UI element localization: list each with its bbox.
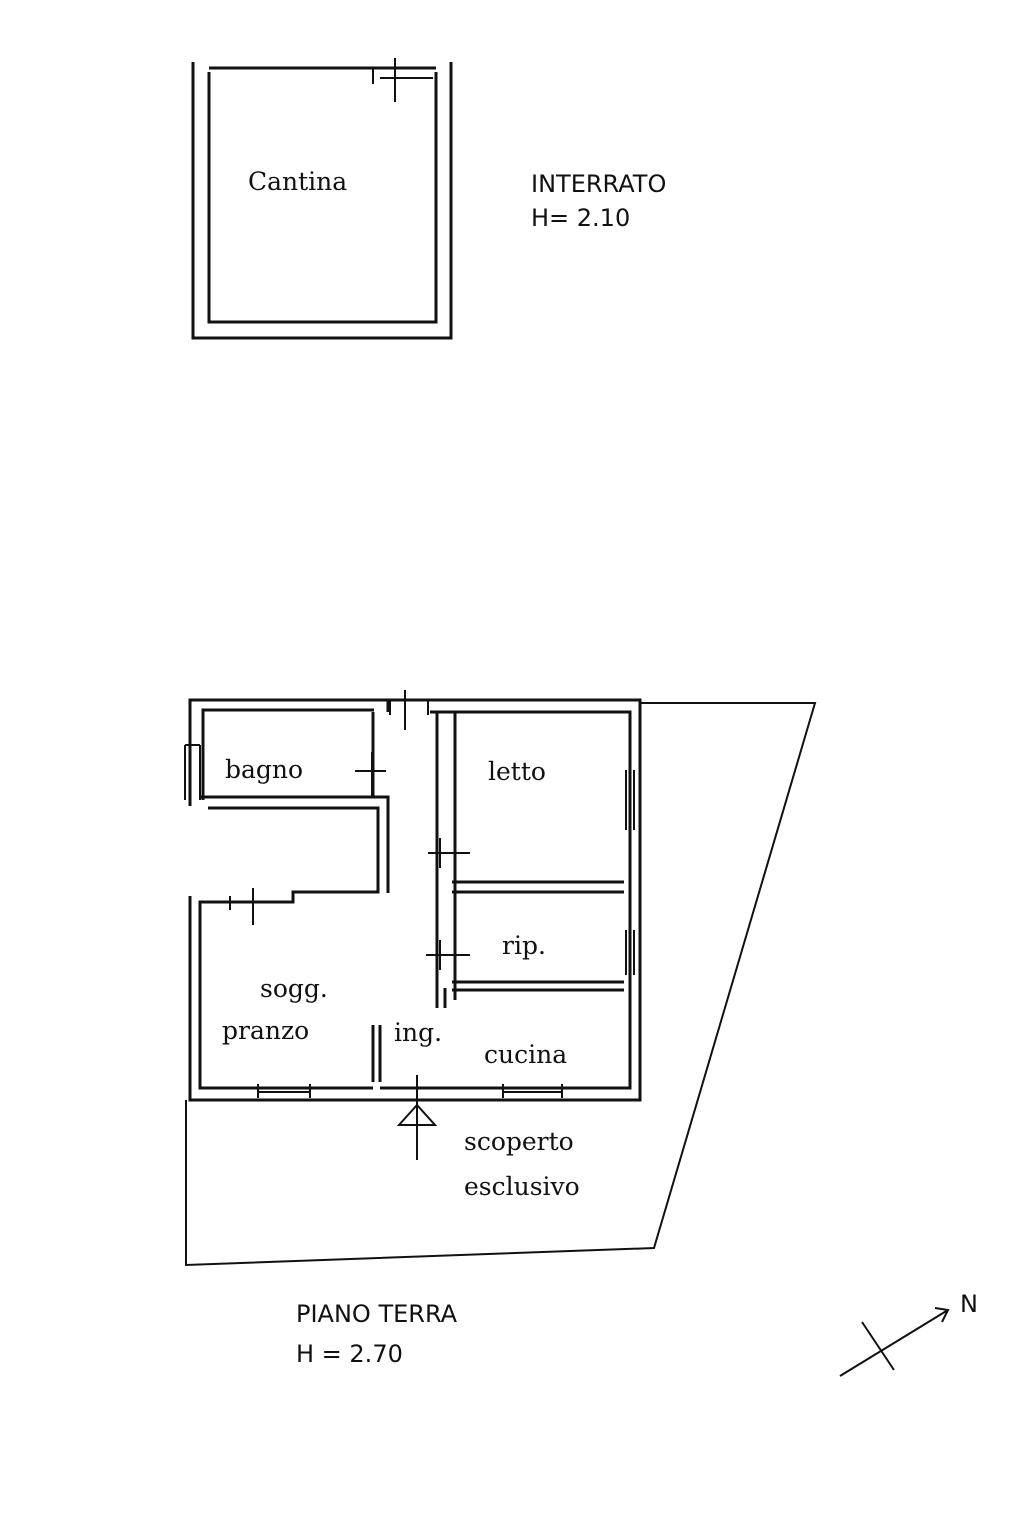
north-arrow-icon: N	[839, 1290, 978, 1377]
north-label: N	[960, 1290, 978, 1318]
room-label-bagno: bagno	[225, 755, 303, 784]
room-label-cucina: cucina	[484, 1040, 567, 1069]
yard-label-2: esclusivo	[464, 1172, 580, 1201]
basement-plan: Cantina INTERRATO H= 2.10	[191, 58, 666, 340]
room-label-sogg: sogg.	[260, 974, 328, 1003]
ground-floor-plan: bagno letto rip. sogg. pranzo ing. cucin…	[184, 690, 817, 1368]
ground-floor-title: PIANO TERRA	[296, 1300, 458, 1328]
room-label-rip: rip.	[502, 931, 546, 960]
room-label-pranzo: pranzo	[222, 1016, 309, 1045]
basement-height: H= 2.10	[531, 204, 630, 232]
room-label-ing: ing.	[394, 1018, 442, 1047]
room-label-cantina: Cantina	[248, 167, 347, 196]
yard-label-1: scoperto	[464, 1127, 574, 1156]
basement-title: INTERRATO	[531, 170, 666, 198]
room-label-letto: letto	[488, 757, 546, 786]
ground-floor-height: H = 2.70	[296, 1340, 403, 1368]
